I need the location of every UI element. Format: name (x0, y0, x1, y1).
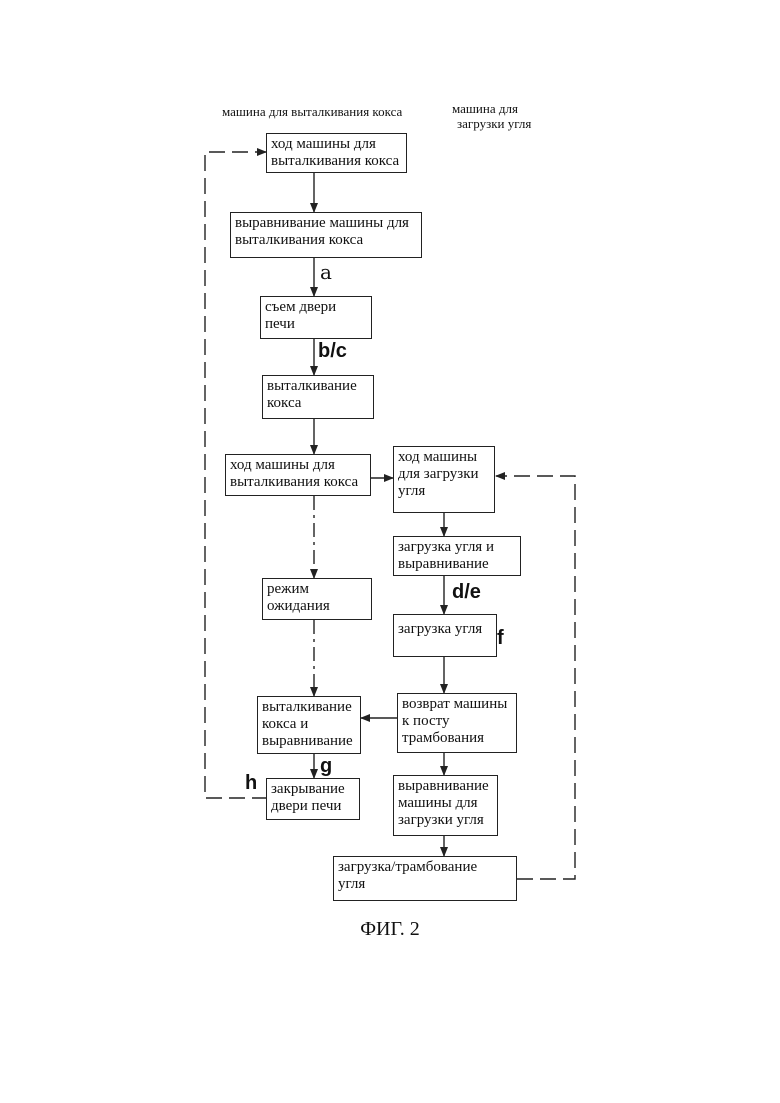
box-charger-alignment: выравнивание машины для загрузки угля (393, 775, 498, 836)
box-line: закрывание (271, 781, 355, 798)
box-line: выталкивания кокса (271, 153, 402, 170)
box-line: ход машины для (230, 457, 366, 474)
step-label-a: a (320, 262, 332, 282)
figure-caption: ФИГ. 2 (0, 918, 780, 941)
step-label-h: h (245, 773, 257, 793)
box-line: трамбования (402, 730, 512, 747)
step-label-f: f (497, 628, 504, 648)
box-line: печи (265, 316, 367, 333)
step-label-g: g (320, 756, 332, 776)
box-line: выталкивание (262, 699, 356, 716)
box-line: съем двери (265, 299, 367, 316)
box-line: ход машины (398, 449, 490, 466)
box-line: ожидания (267, 598, 367, 615)
box-line: угля (398, 483, 490, 500)
box-charger-travel: ход машины для загрузки угля (393, 446, 495, 513)
box-line: к посту (402, 713, 512, 730)
header-left-text: машина для выталкивания кокса (222, 104, 402, 119)
box-line: кокса и (262, 716, 356, 733)
box-line: загрузка угля (398, 621, 492, 638)
header-right-line1: машина для (452, 101, 531, 116)
box-line: выравнивание машины для (235, 215, 417, 232)
box-pusher-travel: ход машины для выталкивания кокса (266, 133, 407, 173)
header-right-line2: загрузки угля (452, 116, 531, 131)
box-line: выталкивания кокса (235, 232, 417, 249)
box-line: загрузка угля и (398, 539, 516, 556)
box-line: двери печи (271, 798, 355, 815)
box-pushing-and-alignment: выталкивание кокса и выравнивание (257, 696, 361, 754)
box-line: для загрузки (398, 466, 490, 483)
box-coke-pushing: выталкивание кокса (262, 375, 374, 419)
step-label-de: d/e (452, 582, 481, 602)
step-label-bc: b/c (318, 341, 347, 361)
box-line: загрузки угля (398, 812, 493, 829)
box-coal-loading-alignment: загрузка угля и выравнивание (393, 536, 521, 576)
box-charger-return: возврат машины к посту трамбования (397, 693, 517, 753)
box-line: угля (338, 876, 512, 893)
box-pusher-travel-2: ход машины для выталкивания кокса (225, 454, 371, 496)
box-line: режим (267, 581, 367, 598)
box-pusher-alignment: выравнивание машины для выталкивания кок… (230, 212, 422, 258)
box-coal-stamping: загрузка/трамбование угля (333, 856, 517, 901)
box-line: возврат машины (402, 696, 512, 713)
box-line: машины для (398, 795, 493, 812)
box-line: кокса (267, 395, 369, 412)
box-line: выравнивание (398, 778, 493, 795)
box-line: выравнивание (262, 733, 356, 750)
box-line: выталкивания кокса (230, 474, 366, 491)
box-coal-loading: загрузка угля (393, 614, 497, 657)
box-standby-mode: режим ожидания (262, 578, 372, 620)
box-line: ход машины для (271, 136, 402, 153)
box-door-removal: съем двери печи (260, 296, 372, 339)
box-line: выравнивание (398, 556, 516, 573)
header-charging-machine: машина для загрузки угля (452, 101, 531, 131)
box-line: загрузка/трамбование (338, 859, 512, 876)
header-pusher-machine: машина для выталкивания кокса (222, 104, 402, 119)
box-line: выталкивание (267, 378, 369, 395)
box-door-closing: закрывание двери печи (266, 778, 360, 820)
